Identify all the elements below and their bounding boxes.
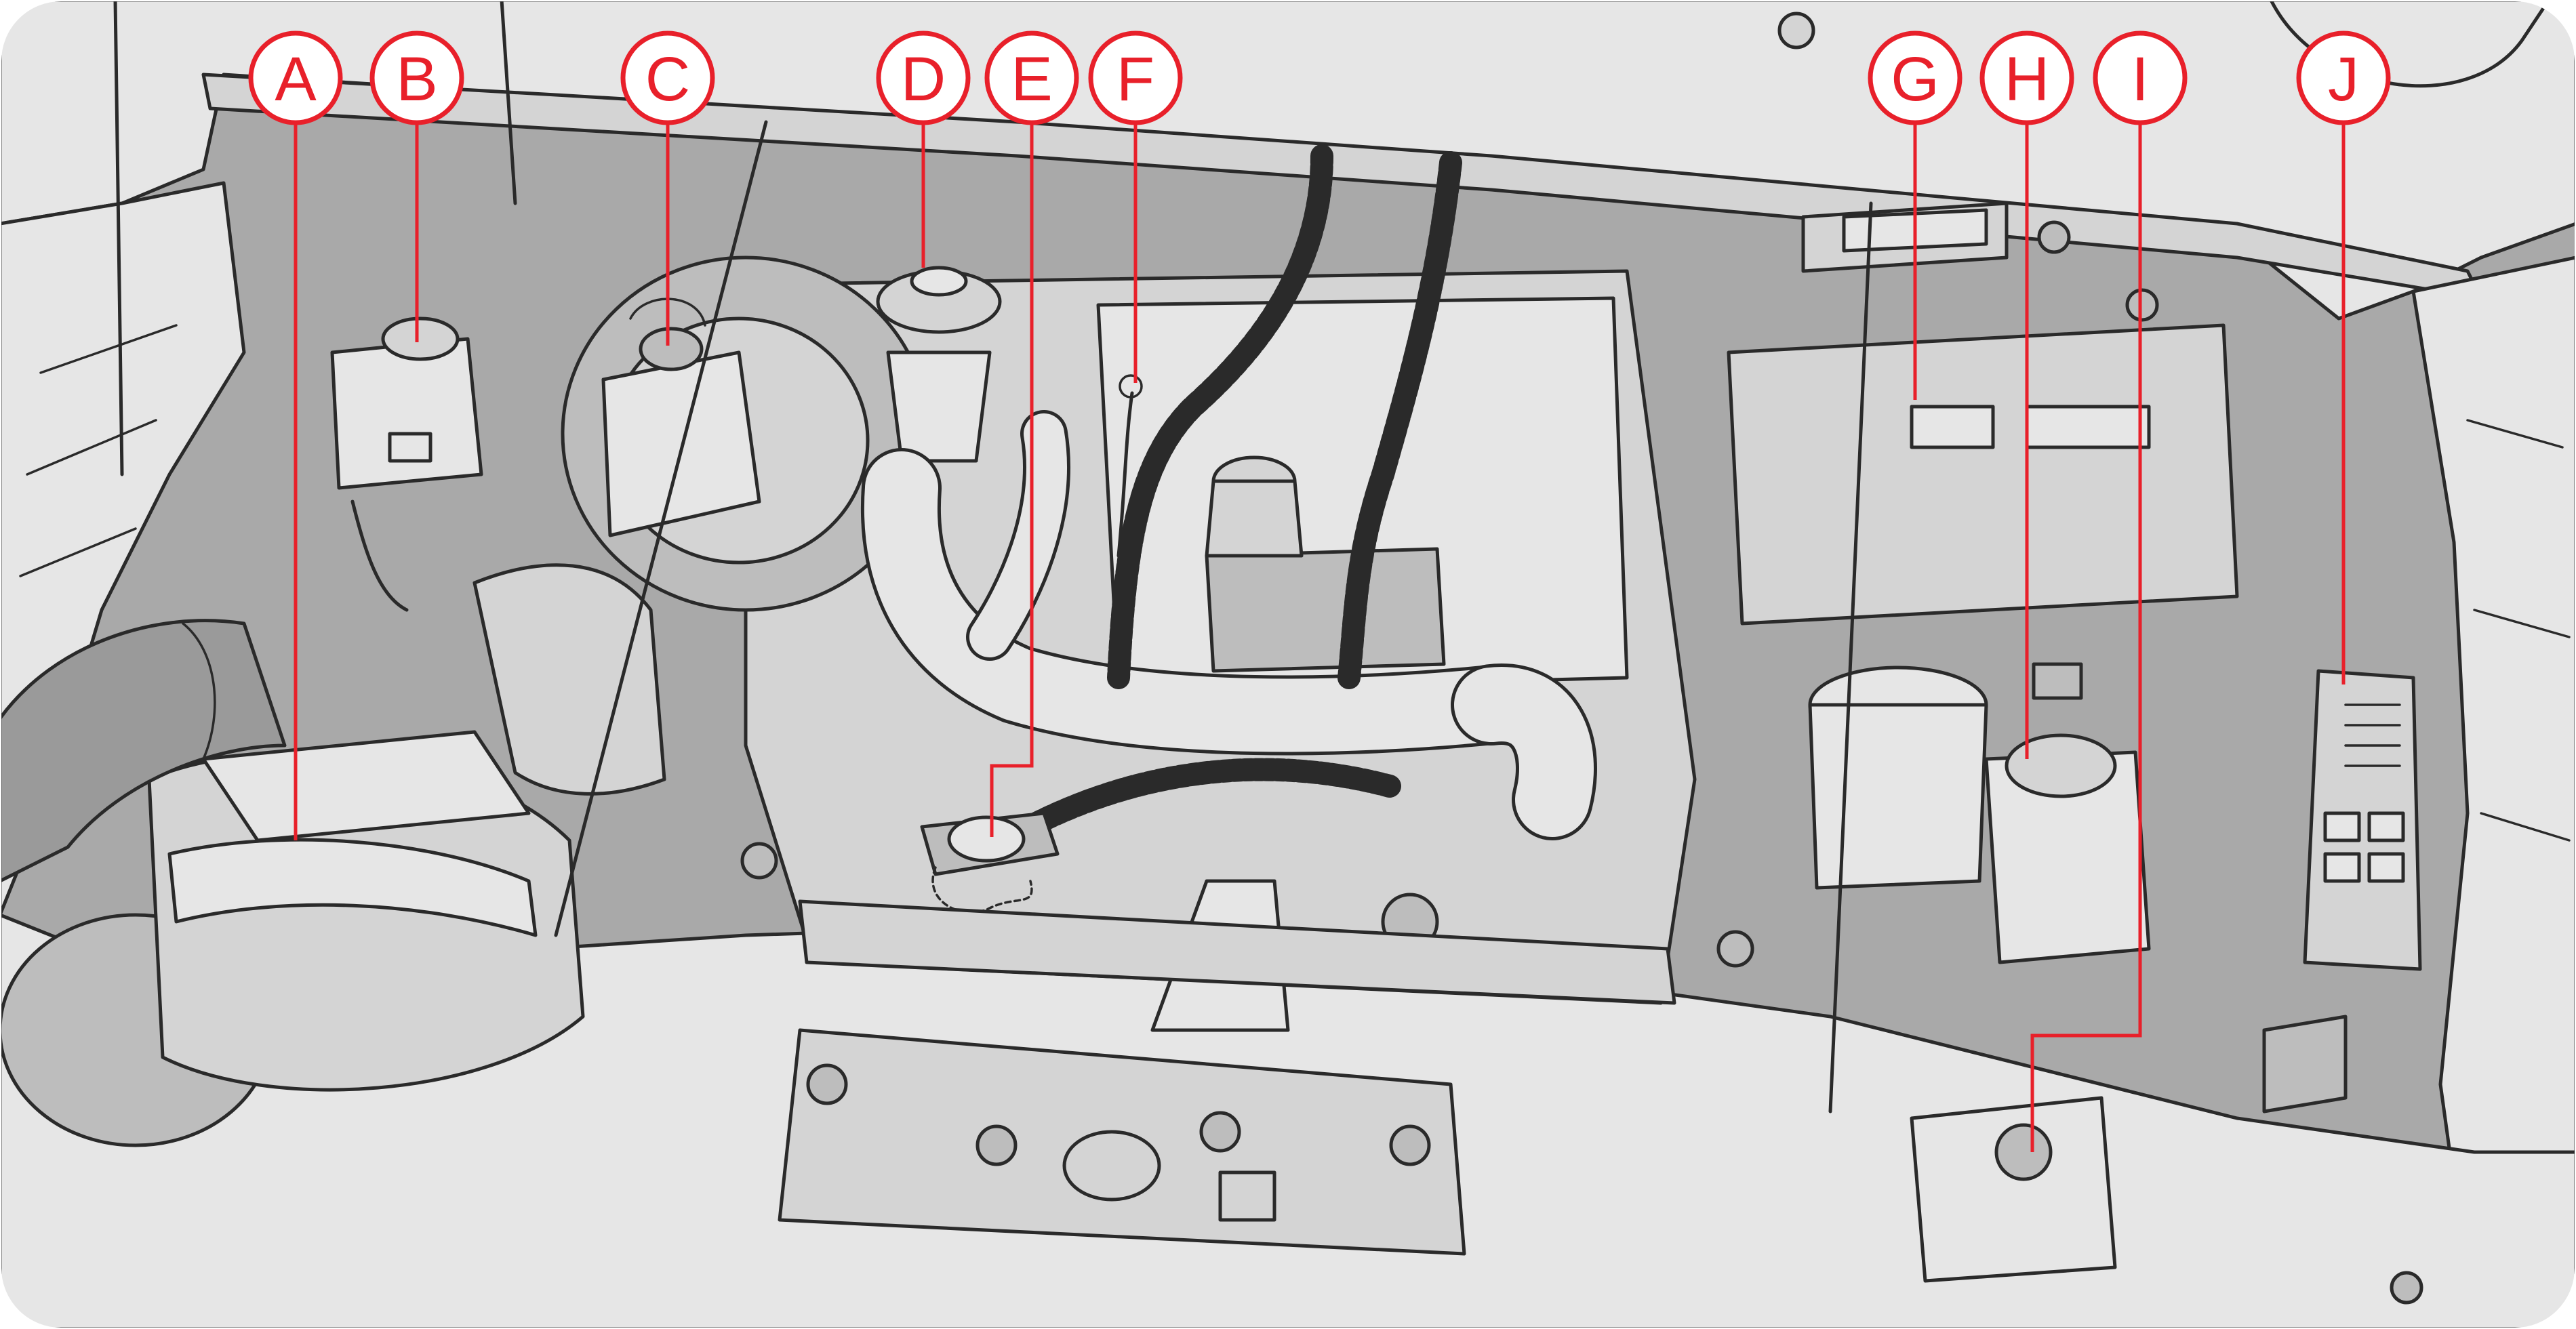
callout-label-j: J	[2328, 45, 2359, 114]
hose-clamp	[182, 622, 216, 760]
ps-clip	[2032, 662, 2083, 700]
radiator-cap-chain	[931, 866, 1033, 914]
relay	[2323, 811, 2361, 842]
callout-label-f: F	[1116, 45, 1154, 114]
bolt	[2390, 1271, 2423, 1305]
radiator-cap	[947, 815, 1026, 863]
fender-ribs-right	[2466, 419, 2571, 842]
fuse-box-bracket	[2262, 1015, 2348, 1113]
battery	[1727, 323, 2239, 626]
grommet	[1062, 1130, 1161, 1202]
callout-leaders	[294, 108, 2346, 1152]
callout-label-g: G	[1891, 45, 1939, 114]
battery-hold-rod	[1828, 201, 1873, 1113]
callout-f: F	[1088, 30, 1183, 125]
air-filter-label	[201, 730, 531, 842]
brake-fluid-reservoir	[330, 337, 483, 490]
callout-j: J	[2296, 30, 2391, 125]
callout-g: G	[1868, 30, 1963, 125]
callout-label-e: E	[1011, 45, 1052, 114]
battery-terminal-cover	[2025, 405, 2151, 449]
callout-label-b: B	[396, 45, 437, 114]
callout-label-c: C	[645, 45, 690, 114]
air-intake-duct	[472, 563, 666, 796]
callout-b: B	[369, 30, 464, 125]
wiring-loom-3	[1005, 758, 1401, 845]
hood-prop-rod	[554, 120, 768, 937]
washer-fluid-reservoir	[1910, 1096, 2117, 1283]
leader-i	[2030, 108, 2142, 1152]
bolt	[2037, 220, 2071, 254]
callout-c: C	[620, 30, 715, 125]
bolt	[1199, 1111, 1241, 1153]
callout-h: H	[1979, 30, 2074, 125]
relay	[2367, 852, 2405, 883]
callout-label-a: A	[275, 45, 317, 114]
callout-d: D	[876, 30, 971, 125]
fender-rod	[113, 0, 124, 476]
brake-line	[350, 499, 409, 612]
intake-pipe	[864, 451, 1528, 752]
coolant-cap-top	[910, 266, 968, 297]
bolt	[2125, 288, 2159, 322]
power-steering-cap	[2005, 733, 2117, 798]
bolt	[1389, 1124, 1431, 1166]
wiring-loom	[1107, 144, 1333, 689]
battery-label	[1910, 405, 1995, 449]
callout-label-i: I	[2131, 45, 2149, 114]
regulator-body	[1205, 479, 1304, 558]
callout-label-d: D	[901, 45, 946, 114]
cable-rod	[500, 0, 517, 205]
fuel-filter	[1808, 703, 1988, 890]
fender-ribs	[19, 324, 178, 577]
relay	[2323, 852, 2361, 883]
lower-crossmember	[798, 899, 1676, 1005]
cap-tether	[629, 298, 706, 327]
oil-dipstick-tube	[1116, 391, 1134, 558]
master-cylinder-cap	[639, 327, 704, 371]
injector-rail	[1205, 547, 1446, 673]
brake-reservoir-cap	[381, 316, 460, 361]
callout-i: I	[2093, 30, 2188, 125]
intake-elbow	[1454, 667, 1594, 837]
bolt	[740, 842, 778, 880]
bolt	[975, 1124, 1018, 1166]
bolt	[1716, 930, 1754, 968]
bracket-clip	[1218, 1170, 1276, 1222]
callout-e: E	[984, 30, 1079, 125]
cowl-bolt	[1777, 12, 1815, 49]
reservoir-window	[388, 432, 432, 463]
wiring-loom-2	[1337, 151, 1462, 689]
bolt	[806, 1063, 848, 1105]
oil-dipstick-loop	[1119, 374, 1143, 398]
leader-e	[990, 108, 1034, 837]
callout-label-h: H	[2005, 45, 2049, 114]
washer-fluid-cap	[1994, 1123, 2053, 1181]
callout-a: A	[248, 30, 343, 125]
relay	[2367, 811, 2405, 842]
air-filter-band	[167, 838, 538, 937]
coolant-neck	[886, 350, 992, 463]
fuse-slots	[2344, 703, 2401, 767]
